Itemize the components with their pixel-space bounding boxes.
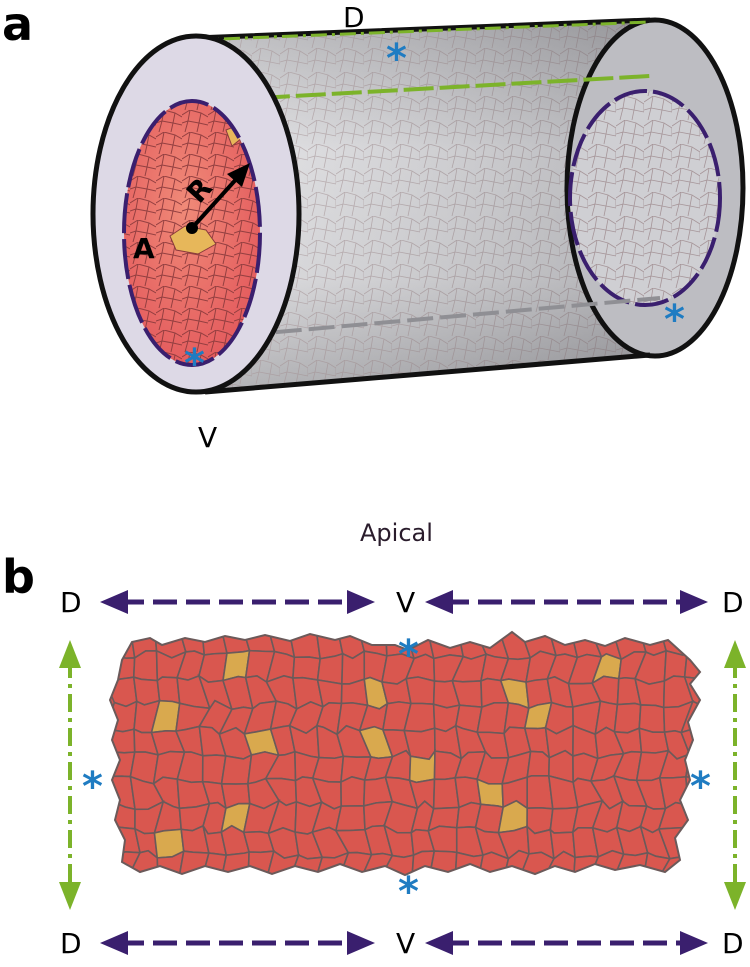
far-lumen-outline xyxy=(568,89,722,307)
lumen-center xyxy=(186,222,198,234)
panel-a: R A a D V * * * xyxy=(2,0,746,454)
arrow-left-vertical xyxy=(59,640,81,910)
epithelial-cell xyxy=(177,850,210,875)
arrow-bottom-left xyxy=(100,931,375,955)
epithelial-cell xyxy=(110,700,138,733)
epithelial-cell xyxy=(340,678,369,707)
epithelial-cell xyxy=(335,851,373,875)
panel-b-letter: b xyxy=(2,550,35,604)
epithelial-cell xyxy=(478,851,510,875)
epithelial-cell xyxy=(220,753,253,785)
epithelial-cell xyxy=(405,676,436,706)
epithelial-cell xyxy=(110,728,136,754)
asterisk-bottom-b: * xyxy=(398,869,419,915)
asterisk-top-a: * xyxy=(386,36,407,82)
ventral-label-a: V xyxy=(198,421,217,454)
label-bottom-right: D xyxy=(722,927,744,960)
epithelial-cell xyxy=(572,855,600,875)
epithelial-cell xyxy=(426,632,465,660)
asterisk-top-b: * xyxy=(398,632,419,678)
label-top-left: D xyxy=(60,586,82,619)
dorsal-label-a: D xyxy=(343,1,365,34)
panel-b: b Apical D V D D V D xyxy=(2,519,746,960)
label-top-middle: V xyxy=(396,586,415,619)
lumen-outline xyxy=(122,99,262,367)
asterisk-left-b: * xyxy=(82,764,103,810)
highlighted-cell xyxy=(476,777,505,809)
epithelial-cell xyxy=(641,851,672,875)
area-label: A xyxy=(133,232,155,265)
asterisk-right-b: * xyxy=(690,764,711,810)
apical-title: Apical xyxy=(360,519,433,547)
label-bottom-left: D xyxy=(60,927,82,960)
epithelial-cell xyxy=(428,850,458,875)
arrow-bottom-right xyxy=(425,931,708,955)
radius-arrow xyxy=(190,173,242,230)
panel-a-letter: a xyxy=(2,0,33,51)
epithelial-cell xyxy=(476,702,510,735)
epithelial-cell xyxy=(289,632,322,660)
epithelial-cell xyxy=(311,755,345,783)
label-bottom-middle: V xyxy=(396,927,415,960)
epithelial-sheet xyxy=(109,631,701,876)
epithelial-cell xyxy=(334,805,366,832)
epithelial-cell xyxy=(687,826,700,858)
arrow-top-right xyxy=(425,590,708,614)
epithelial-cell xyxy=(156,676,181,705)
epithelial-cell xyxy=(679,849,700,875)
label-top-right: D xyxy=(722,586,744,619)
epithelial-cell xyxy=(219,850,250,875)
asterisk-right-a: * xyxy=(664,297,685,343)
epithelial-cell xyxy=(292,656,322,681)
epithelial-cell xyxy=(316,652,344,685)
highlight-cell xyxy=(169,225,217,255)
epithelial-cell xyxy=(200,632,228,656)
epithelial-cell xyxy=(680,632,700,658)
arrow-right-vertical xyxy=(724,640,746,910)
epithelial-cell xyxy=(526,750,551,779)
epithelial-cell xyxy=(638,704,666,733)
asterisk-bottom-a: * xyxy=(184,341,205,387)
epithelial-cell xyxy=(340,775,366,807)
ventral-line-inner xyxy=(209,296,661,340)
dorsal-line-outer xyxy=(194,20,651,42)
arrow-top-left xyxy=(100,590,375,614)
